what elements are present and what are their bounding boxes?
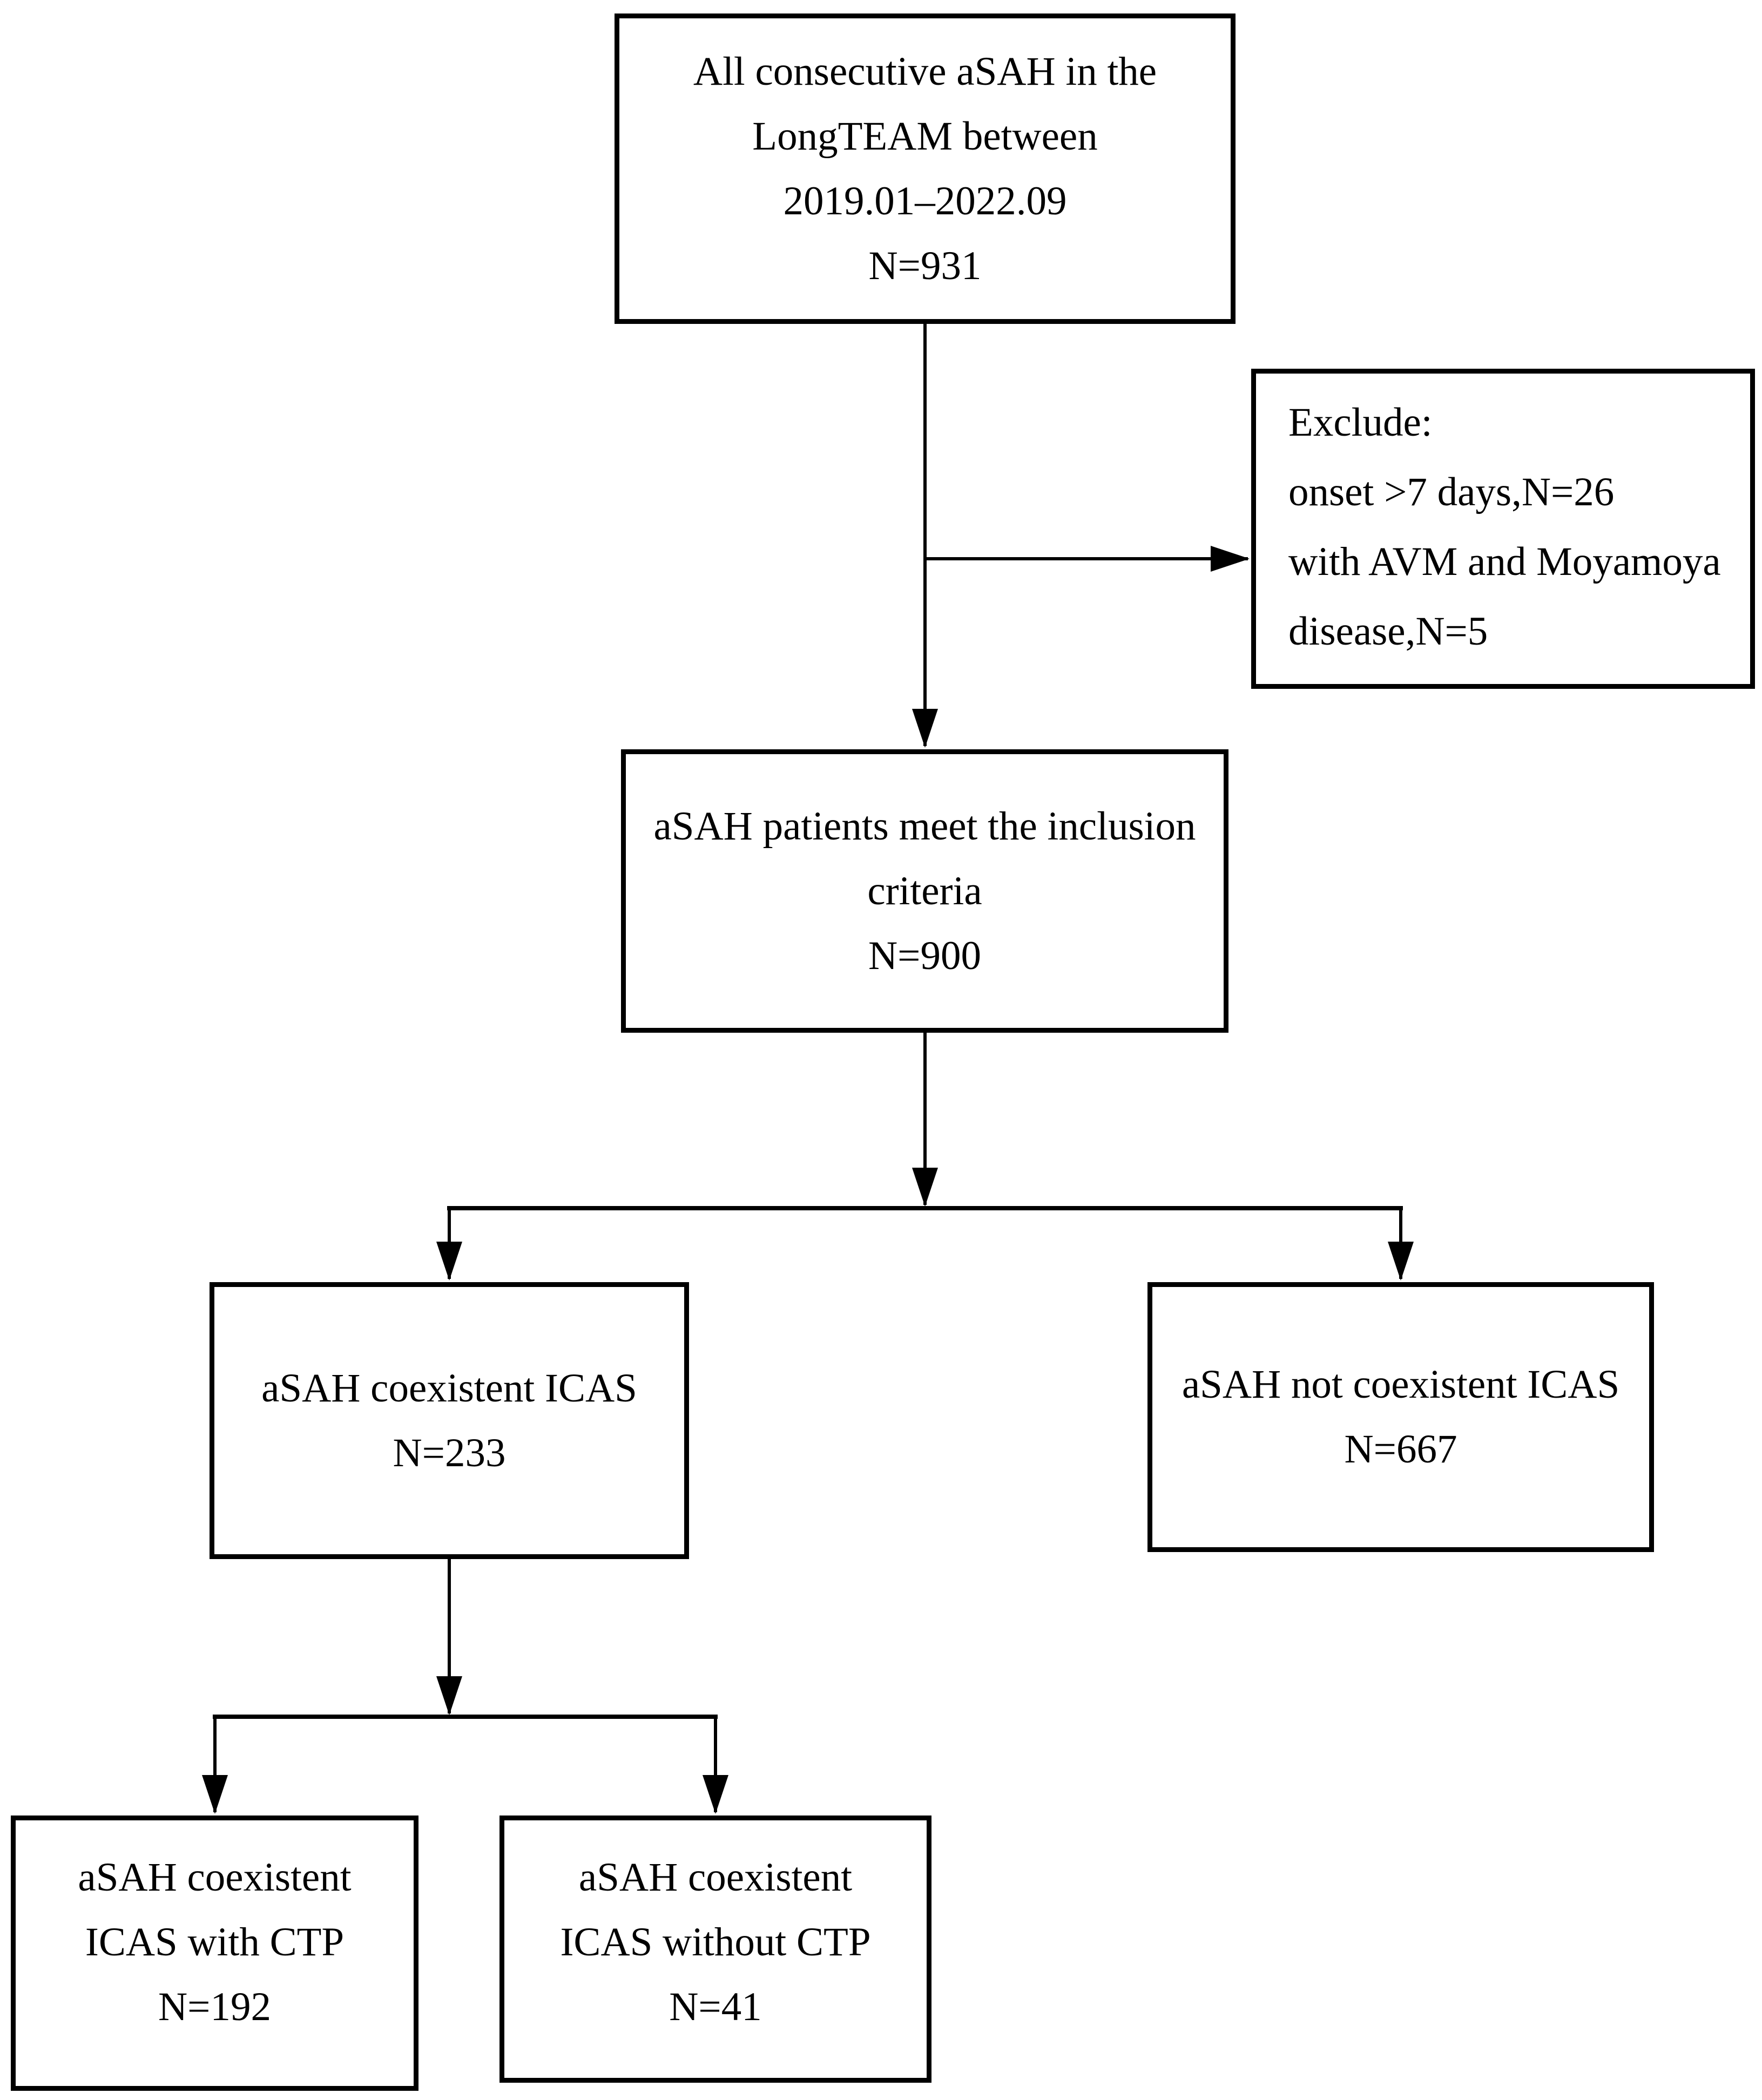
box-text-line: with AVM and Moyamoya: [1288, 539, 1721, 584]
box-text-line: N=667: [1344, 1427, 1457, 1472]
box-text-line: aSAH coexistent: [578, 1855, 853, 1900]
box-text-line: ICAS with CTP: [85, 1920, 345, 1964]
box-text-line: N=233: [393, 1430, 506, 1475]
box-text-line: ICAS without CTP: [560, 1920, 871, 1964]
box-text-line: N=41: [669, 1984, 762, 2029]
box-text-line: N=931: [868, 243, 982, 288]
box-icas-with-ctp: aSAH coexistent ICAS with CTP N=192: [11, 1816, 418, 2091]
box-text-line: All consecutive aSAH in the: [693, 49, 1157, 94]
box-text-line: aSAH not coexistent ICAS: [1182, 1362, 1620, 1407]
box-asah-coexistent-icas: aSAH coexistent ICAS N=233: [210, 1282, 689, 1559]
box-text-line: Exclude:: [1288, 400, 1433, 445]
box-all-consecutive-asah: All consecutive aSAH in the LongTEAM bet…: [615, 13, 1236, 324]
box-text-line: onset >7 days,N=26: [1288, 470, 1615, 514]
box-exclude: Exclude: onset >7 days,N=26 with AVM and…: [1251, 369, 1755, 689]
box-text-line: aSAH patients meet the inclusion: [653, 803, 1196, 849]
box-text-line: aSAH coexistent ICAS: [261, 1365, 637, 1411]
box-text-line: N=192: [158, 1984, 271, 2029]
box-text-line: LongTEAM between: [752, 113, 1098, 159]
box-text-line: criteria: [867, 868, 982, 913]
box-icas-without-ctp: aSAH coexistent ICAS without CTP N=41: [499, 1816, 931, 2083]
box-asah-not-coexistent-icas: aSAH not coexistent ICAS N=667: [1147, 1282, 1654, 1552]
box-text-line: N=900: [868, 933, 981, 978]
box-text-line: aSAH coexistent: [78, 1855, 352, 1900]
box-text-line: 2019.01–2022.09: [783, 178, 1067, 223]
box-inclusion-criteria: aSAH patients meet the inclusion criteri…: [621, 749, 1228, 1033]
box-text-line: disease,N=5: [1288, 609, 1488, 654]
